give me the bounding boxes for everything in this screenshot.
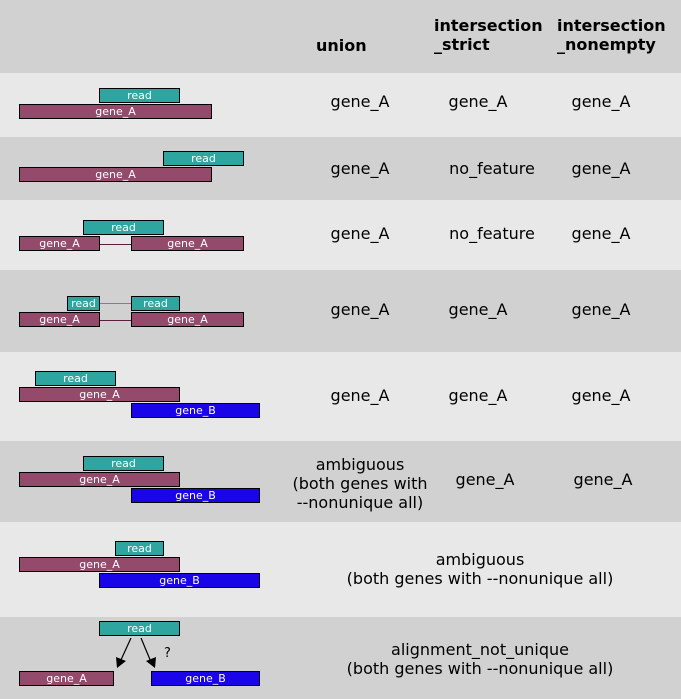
gene-a-exon-1: gene_A [19, 236, 100, 251]
intersection-strict-result: no_feature [449, 224, 535, 243]
table-row: read gene_A gene_A gene_A no_feature gen… [0, 200, 681, 270]
header-intersection-nonempty: intersection _nonempty [557, 16, 666, 54]
union-result: ambiguous (both genes with --nonunique a… [292, 455, 428, 512]
gene-b-bar: gene_B [131, 403, 260, 418]
intersection-nonempty-result: gene_A [571, 386, 631, 405]
intersection-nonempty-result: gene_A [571, 224, 631, 243]
read-bar: read [99, 621, 180, 636]
intersection-strict-result: gene_A [448, 300, 508, 319]
gene-a-bar: gene_A [19, 671, 114, 686]
arrowhead-gene-a [116, 657, 126, 668]
gene-a-exon-2: gene_A [131, 312, 244, 327]
intersection-strict-result: no_feature [449, 159, 535, 178]
intersection-nonempty-result: gene_A [573, 470, 633, 489]
gene-a-exon-2: gene_A [131, 236, 244, 251]
union-result: gene_A [330, 300, 390, 319]
gene-b-bar: gene_B [151, 671, 260, 686]
intron-line [100, 244, 131, 245]
union-result: gene_A [330, 386, 390, 405]
read-gap-line [100, 303, 131, 304]
read-segment-2: read [131, 296, 180, 311]
intersection-strict-result: gene_A [455, 470, 515, 489]
gene-a-bar: gene_A [19, 104, 212, 119]
table-row: read read gene_A gene_A gene_A gene_A ge… [0, 270, 681, 352]
read-bar: read [35, 371, 116, 386]
union-result: gene_A [330, 92, 390, 111]
read-segment-1: read [67, 296, 100, 311]
merged-result: alignment_not_unique (both genes with --… [346, 640, 614, 678]
intersection-nonempty-result: gene_A [571, 159, 631, 178]
gene-a-bar: gene_A [19, 387, 180, 402]
table-row: read gene_A gene_A no_feature gene_A [0, 137, 681, 200]
intersection-nonempty-result: gene_A [571, 92, 631, 111]
arrowhead-gene-b [146, 657, 156, 668]
question-mark: ? [164, 646, 171, 661]
read-bar: read [99, 88, 180, 103]
arrow-to-gene-a [119, 637, 132, 663]
gene-b-bar: gene_B [99, 573, 260, 588]
gene-a-exon-1: gene_A [19, 312, 100, 327]
gene-b-bar: gene_B [131, 488, 260, 503]
arrow-to-gene-b [140, 637, 152, 663]
alignment-arrows [116, 637, 156, 668]
intron-line [100, 320, 131, 321]
read-bar: read [83, 220, 164, 235]
gene-a-bar: gene_A [19, 472, 180, 487]
read-bar: read [83, 456, 164, 471]
union-result: gene_A [330, 224, 390, 243]
header-intersection-strict: intersection _strict [434, 16, 543, 54]
read-bar: read [115, 541, 164, 556]
table-row: read gene_A gene_B gene_A gene_A gene_A [0, 352, 681, 441]
intersection-strict-result: gene_A [448, 92, 508, 111]
union-result: gene_A [330, 159, 390, 178]
table-row: read ? gene_A gene_B alignment_not_uniqu… [0, 617, 681, 699]
table-row: read gene_A gene_A gene_A gene_A [0, 73, 681, 137]
gene-a-bar: gene_A [19, 557, 180, 572]
read-bar: read [163, 151, 244, 166]
header-row: union intersection _strict intersection … [0, 0, 681, 73]
intersection-strict-result: gene_A [448, 386, 508, 405]
header-union: union [316, 36, 367, 55]
merged-result: ambiguous (both genes with --nonunique a… [346, 550, 614, 588]
table-row: read gene_A gene_B ambiguous (both genes… [0, 522, 681, 617]
intersection-nonempty-result: gene_A [571, 300, 631, 319]
table-row: read gene_A gene_B ambiguous (both genes… [0, 441, 681, 522]
gene-a-bar: gene_A [19, 167, 212, 182]
